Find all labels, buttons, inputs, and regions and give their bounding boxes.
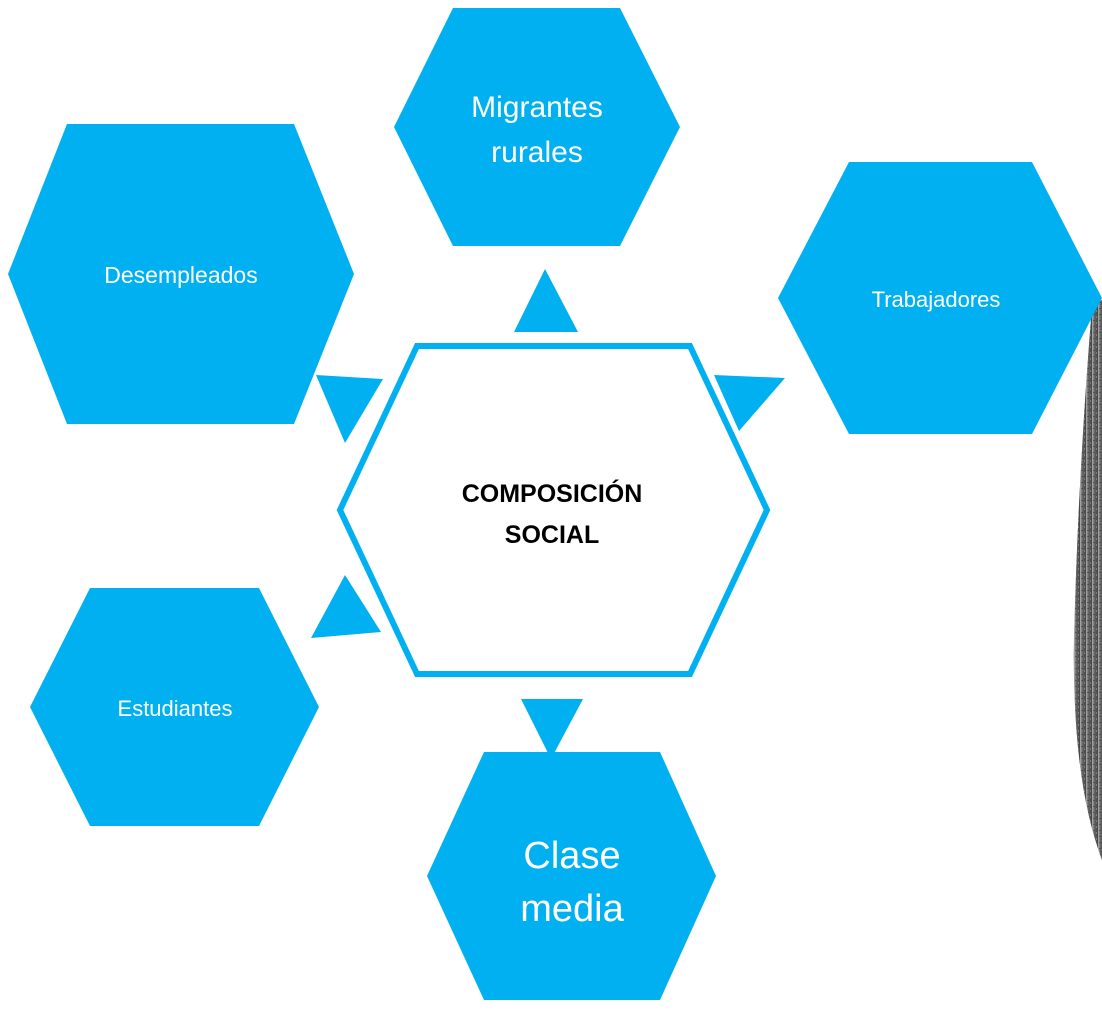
center-label-line1: COMPOSICIÓN (462, 478, 643, 508)
hexagon-estudiantes (30, 588, 319, 826)
hexagon-migrantes-rurales-label-line1: Migrantes (471, 91, 603, 124)
hexagon-desempleados (8, 124, 354, 424)
hexagon-clase-media (427, 752, 716, 1000)
hexagon-migrantes-rurales (394, 8, 680, 246)
hexagon-clase-media-label-line2: media (520, 888, 624, 930)
hexagon-clase-media-label-line1: Clase (523, 835, 620, 877)
arrow-to-estudiantes (311, 575, 381, 638)
center-hexagon (336, 343, 771, 677)
hexagon-desempleados-label: Desempleados (104, 262, 257, 288)
arrow-to-trabajadores (714, 375, 785, 431)
background-photo-texture (1073, 300, 1102, 860)
arrow-down-to-clase-media (521, 699, 583, 759)
arrow-up-to-migrantes (514, 269, 578, 332)
hexagon-trabajadores-label: Trabajadores (872, 287, 1001, 312)
hexagon-trabajadores (778, 162, 1102, 434)
hexagon-migrantes-rurales-label-line2: rurales (491, 136, 583, 169)
center-label-line2: SOCIAL (505, 521, 599, 549)
arrow-to-desempleados (316, 375, 383, 443)
hexagon-estudiantes-label: Estudiantes (118, 696, 233, 721)
